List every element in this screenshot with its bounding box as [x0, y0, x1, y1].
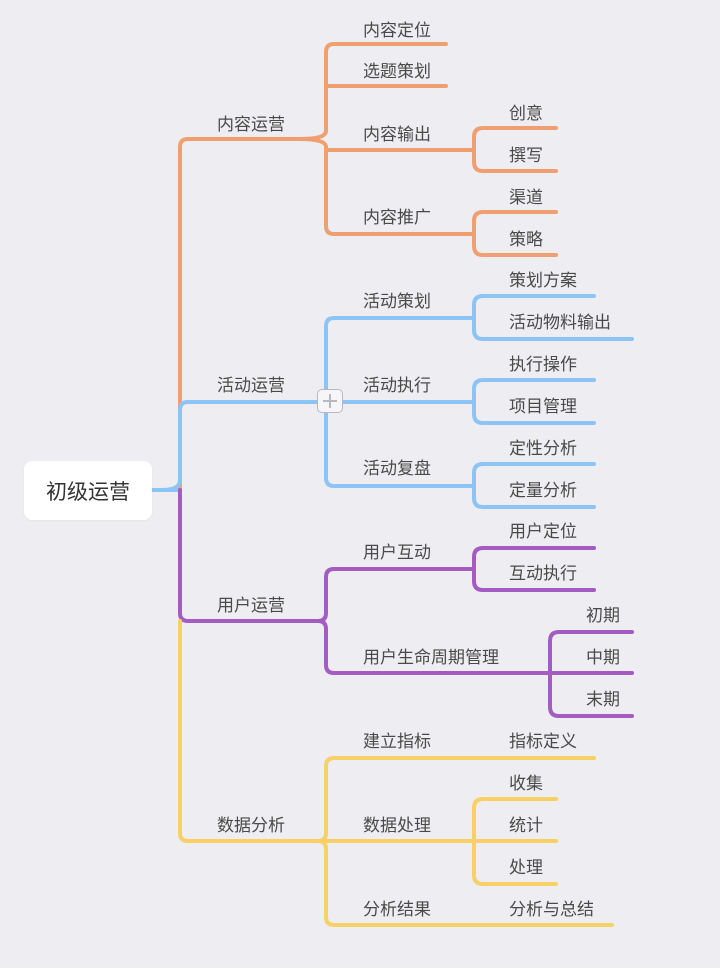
topic-node[interactable]: 活动策划 — [363, 292, 431, 312]
branch-node-content[interactable]: 内容运营 — [217, 115, 285, 135]
leaf-node[interactable]: 策划方案 — [509, 271, 577, 291]
leaf-node[interactable]: 定性分析 — [509, 439, 577, 459]
leaf-node[interactable]: 创意 — [509, 104, 543, 124]
branch-line-activity — [160, 400, 320, 492]
leaf-node[interactable]: 撰写 — [509, 146, 543, 166]
edge — [472, 126, 485, 173]
branch-line-content — [178, 137, 302, 492]
leaf-node[interactable]: 收集 — [509, 774, 543, 794]
leaf-node[interactable]: 处理 — [509, 858, 543, 878]
leaf-node[interactable]: 定量分析 — [509, 481, 577, 501]
leaf-node[interactable]: 分析与总结 — [509, 900, 594, 920]
leaf-node[interactable]: 活动物料输出 — [509, 313, 611, 333]
leaf-node[interactable]: 策略 — [509, 230, 543, 250]
edge — [472, 797, 485, 886]
topic-node[interactable]: 建立指标 — [363, 732, 431, 752]
topic-node[interactable]: 用户生命周期管理 — [363, 648, 499, 668]
edge — [472, 294, 485, 341]
leaf-node[interactable]: 项目管理 — [509, 397, 577, 417]
edge — [316, 619, 550, 675]
root-node[interactable]: 初级运营 — [24, 461, 152, 520]
edge — [472, 378, 485, 425]
branch-node-data[interactable]: 数据分析 — [217, 816, 285, 836]
leaf-node[interactable]: 统计 — [509, 816, 543, 836]
branch-line-user — [178, 488, 320, 623]
leaf-node[interactable]: 用户定位 — [509, 522, 577, 542]
leaf-node[interactable]: 互动执行 — [509, 564, 577, 584]
branch-node-user[interactable]: 用户运营 — [217, 596, 285, 616]
leaf-node[interactable]: 末期 — [586, 690, 620, 710]
leaf-node[interactable]: 中期 — [586, 648, 620, 668]
leaf-node[interactable]: 渠道 — [509, 188, 543, 208]
branch-line-data — [178, 619, 320, 843]
topic-node[interactable]: 活动复盘 — [363, 459, 431, 479]
edge — [472, 462, 485, 509]
root-node-label: 初级运营 — [46, 479, 130, 504]
edge — [472, 210, 485, 257]
leaf-node[interactable]: 执行操作 — [509, 355, 577, 375]
leaf-node[interactable]: 指标定义 — [509, 732, 577, 752]
topic-node[interactable]: 内容输出 — [363, 125, 431, 145]
edge — [316, 567, 474, 623]
topic-node[interactable]: 内容推广 — [363, 208, 431, 228]
branch-node-activity[interactable]: 活动运营 — [217, 376, 285, 396]
topic-node[interactable]: 数据处理 — [363, 816, 431, 836]
topic-node[interactable]: 选题策划 — [363, 62, 431, 82]
leaf-node[interactable]: 初期 — [586, 606, 620, 626]
collapse-toggle-icon[interactable] — [317, 389, 343, 413]
topic-node[interactable]: 活动执行 — [363, 376, 431, 396]
topic-node[interactable]: 内容定位 — [363, 21, 431, 41]
edge — [298, 137, 474, 236]
topic-node[interactable]: 用户互动 — [363, 543, 431, 563]
edge — [472, 546, 485, 592]
topic-node[interactable]: 分析结果 — [363, 900, 431, 920]
edge — [316, 839, 614, 927]
